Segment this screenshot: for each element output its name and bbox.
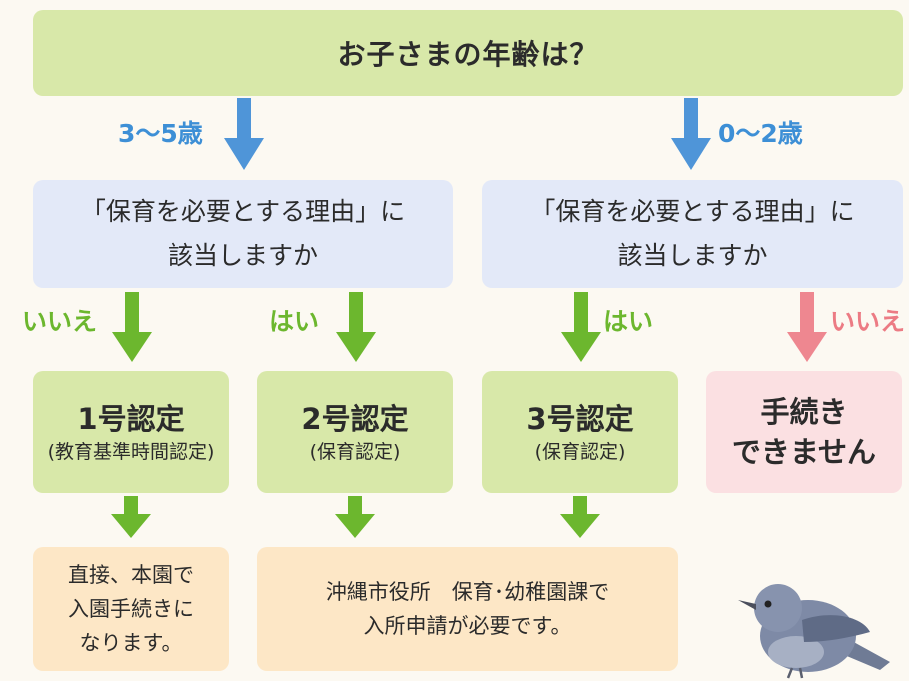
age-label-0-2: 0〜2歳	[718, 119, 803, 148]
arrow-down-icon	[335, 496, 375, 540]
result-not-eligible: 手続き できません	[706, 371, 902, 493]
bird-illustration	[738, 584, 890, 679]
age-question-box: お子さまの年齢は？	[33, 10, 903, 96]
arrow-down-icon	[111, 496, 151, 540]
arrow-down-icon	[671, 98, 711, 170]
result-type-3: 3号認定 (保育認定)	[482, 371, 678, 493]
arrow-down-icon	[112, 292, 152, 362]
arrow-down-icon	[224, 98, 264, 170]
arrow-down-icon	[336, 292, 376, 362]
result-type-1: 1号認定 (教育基準時間認定)	[33, 371, 229, 493]
age-question: お子さまの年齢は？	[337, 38, 599, 71]
outcome-city-office-application: 沖縄市役所 保育･幼稚園課で 入所申請が必要です。	[257, 547, 678, 671]
answer-no-left: いいえ	[22, 307, 98, 336]
age-label-3-5: 3〜5歳	[118, 119, 203, 148]
arrow-down-icon	[561, 292, 601, 362]
reason-question-right: 「保育を必要とする理由」に 該当しますか	[482, 180, 903, 288]
arrow-down-icon	[560, 496, 600, 540]
answer-yes-left: はい	[269, 307, 320, 336]
result-type-2: 2号認定 (保育認定)	[257, 371, 453, 493]
answer-no-right: いいえ	[830, 307, 906, 336]
reason-question-left: 「保育を必要とする理由」に 該当しますか	[33, 180, 453, 288]
arrow-down-icon	[787, 292, 827, 362]
answer-yes-right: はい	[603, 307, 654, 336]
outcome-direct-enrollment: 直接、本園で 入園手続きに なります。	[33, 547, 229, 671]
